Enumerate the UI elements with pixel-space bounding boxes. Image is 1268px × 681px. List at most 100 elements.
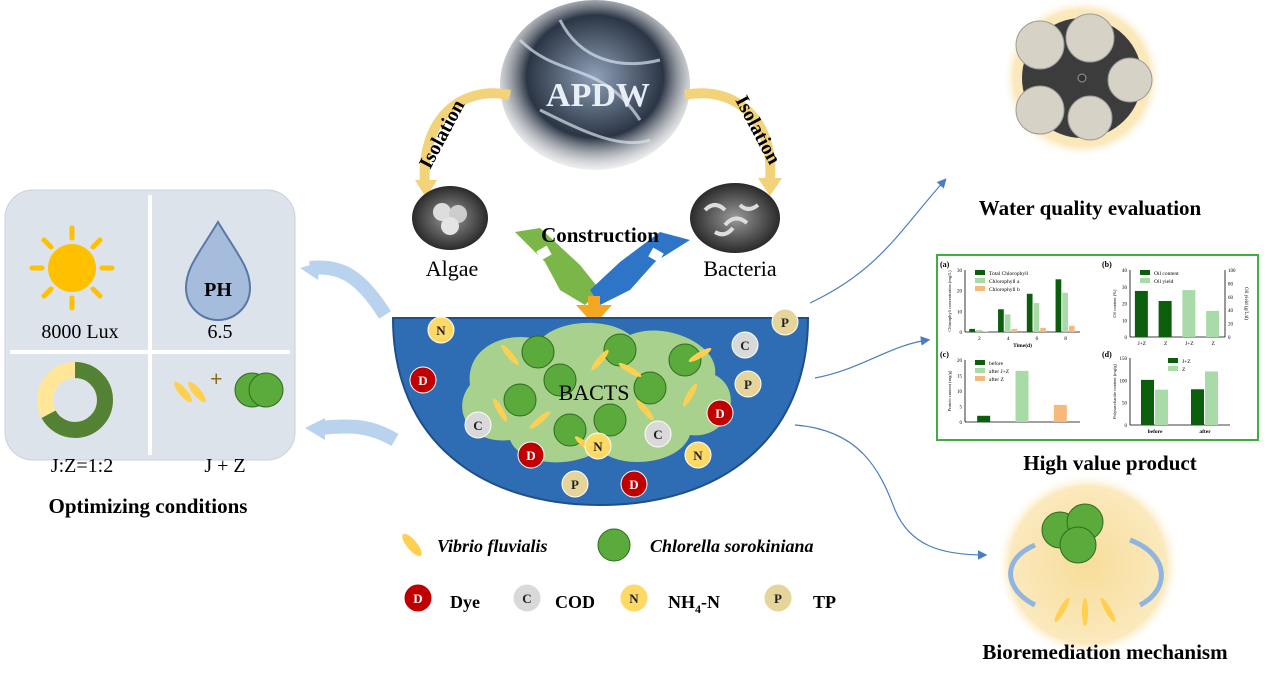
vibrio-chlorella-icon: + bbox=[174, 366, 284, 408]
y-axis-label: Chlorophyll concentration (mg/L) bbox=[947, 270, 952, 332]
chlorella-cell bbox=[543, 363, 577, 397]
legend: Vibrio fluvialis Chlorella sorokiniana D… bbox=[402, 528, 836, 616]
legend-entry: after Z bbox=[989, 376, 1004, 383]
bar-j-z bbox=[1191, 389, 1204, 425]
ph-value: 6.5 bbox=[208, 321, 233, 343]
bar-total-chlorophyll bbox=[969, 328, 976, 332]
y-tick-label: 20 bbox=[957, 359, 963, 364]
chlorella-cell bbox=[603, 333, 637, 367]
legend-swatch bbox=[975, 368, 985, 373]
bacteria-label: Bacteria bbox=[703, 256, 777, 281]
bioremediation-image bbox=[996, 473, 1180, 657]
y-tick-label: 15 bbox=[957, 375, 963, 380]
arrow-to-high-value bbox=[814, 336, 931, 379]
vibrio-cell bbox=[501, 344, 519, 366]
legend-entry: Oil content bbox=[1154, 271, 1179, 277]
dye-pollutant-icon: D bbox=[403, 583, 433, 613]
y-tick-label: 0 bbox=[960, 331, 963, 336]
conditions-panel: 8000 Lux PH 6.5 J:Z=1:2 + J + Z bbox=[4, 189, 296, 477]
arrow-to-conditions-bottom bbox=[319, 419, 399, 447]
legend-cod: COD bbox=[555, 592, 595, 612]
arrow-to-water-quality bbox=[809, 178, 947, 304]
x-tick-label: 2 bbox=[978, 336, 981, 342]
x-tick-label: 6 bbox=[1036, 336, 1039, 342]
vibrio-cell bbox=[493, 398, 507, 422]
tp-pollutant-icon: P bbox=[771, 308, 799, 336]
vibrio-cell bbox=[683, 383, 697, 407]
bar-chlorophyll-a bbox=[1033, 303, 1040, 332]
legend-entry: Z bbox=[1182, 367, 1186, 373]
chlorella-cell bbox=[633, 371, 667, 405]
panel-label: (b) bbox=[1102, 260, 1112, 269]
legend-entry: Oil yield bbox=[1154, 279, 1174, 285]
y-axis-label: Polysaccharide content (mg/g) bbox=[1112, 364, 1117, 419]
bar-total-chlorophyll bbox=[1026, 293, 1033, 332]
y-tick-label: 100 bbox=[1120, 379, 1128, 384]
panel-label: (c) bbox=[940, 350, 949, 359]
ratio-value: J:Z=1:2 bbox=[51, 455, 113, 477]
cod-pollutant-icon: C bbox=[464, 411, 492, 439]
svg-text:D: D bbox=[418, 373, 427, 388]
isolation-label-left: Isolation bbox=[415, 96, 469, 172]
y-tick-label: 30 bbox=[957, 269, 963, 274]
bar-chlorophyll-b bbox=[1011, 328, 1018, 332]
bar-total-chlorophyll bbox=[998, 309, 1004, 332]
bar-before bbox=[977, 415, 991, 422]
vibrio-cell bbox=[618, 363, 642, 377]
vibrio-icon bbox=[402, 533, 422, 557]
bar-chlorophyll-b bbox=[1068, 325, 1075, 332]
bar-oil-yield bbox=[1206, 310, 1220, 337]
vibrio-cell bbox=[591, 349, 609, 371]
tp-pollutant-icon: P bbox=[763, 583, 793, 613]
legend-dye: Dye bbox=[450, 592, 480, 612]
svg-text:P: P bbox=[744, 377, 752, 392]
bar-total-chlorophyll bbox=[1055, 279, 1062, 332]
x-tick-label: 8 bbox=[1064, 336, 1067, 342]
x-tick-label: Z bbox=[1164, 341, 1168, 347]
isolation-arrow-right bbox=[684, 88, 776, 181]
y-tick-label: 30 bbox=[1122, 286, 1128, 291]
water-quality-title: Water quality evaluation bbox=[979, 196, 1202, 220]
y-tick-label: 20 bbox=[957, 290, 963, 295]
bar-chlorophyll-b bbox=[1040, 327, 1046, 332]
ph-icon-label: PH bbox=[204, 279, 232, 301]
chlorella-icon bbox=[597, 528, 631, 562]
bacts-label: BACTS bbox=[559, 380, 630, 405]
y-right-tick-label: 0 bbox=[1228, 336, 1231, 341]
arrow-to-conditions-top bbox=[309, 260, 391, 319]
svg-text:N: N bbox=[693, 448, 703, 463]
ratio-donut-icon bbox=[37, 362, 113, 438]
nh4-pollutant-icon: N bbox=[584, 432, 612, 460]
panel-label: (a) bbox=[940, 260, 950, 269]
x-tick-label: before bbox=[1148, 429, 1163, 435]
nh4-pollutant-icon: N bbox=[619, 583, 649, 613]
bar-oil-yield bbox=[1182, 290, 1196, 337]
construction-label: Construction bbox=[541, 223, 659, 247]
cod-pollutant-icon: C bbox=[731, 331, 759, 359]
isolation-label-right: Isolation bbox=[731, 92, 785, 168]
svg-text:D: D bbox=[629, 477, 638, 492]
legend-swatch bbox=[975, 270, 985, 275]
water-quality-image bbox=[1002, 0, 1162, 158]
handshake-icon bbox=[515, 228, 690, 305]
legend-vibrio: Vibrio fluvialis bbox=[437, 536, 548, 556]
bar-chlorophyll-b bbox=[982, 331, 989, 332]
high-value-title: High value product bbox=[1023, 451, 1196, 475]
apdw-wastewater-image: APDW bbox=[500, 0, 690, 170]
svg-text:D: D bbox=[715, 406, 724, 421]
dye-pollutant-icon: D bbox=[409, 366, 437, 394]
x-tick-label: J+Z bbox=[1185, 341, 1194, 347]
legend-swatch bbox=[1168, 358, 1178, 363]
y-right-tick-label: 40 bbox=[1228, 309, 1234, 314]
legend-chlorella: Chlorella sorokiniana bbox=[650, 536, 814, 556]
legend-swatch bbox=[1140, 278, 1150, 283]
legend-entry: Chlorophyll a bbox=[989, 279, 1020, 285]
isolation-arrow-left bbox=[419, 88, 511, 186]
algae-sem-image bbox=[412, 186, 488, 250]
legend-nh4n: NH4-N bbox=[668, 592, 720, 616]
bar-after-j-z bbox=[1015, 370, 1029, 422]
svg-text:P: P bbox=[571, 477, 579, 492]
